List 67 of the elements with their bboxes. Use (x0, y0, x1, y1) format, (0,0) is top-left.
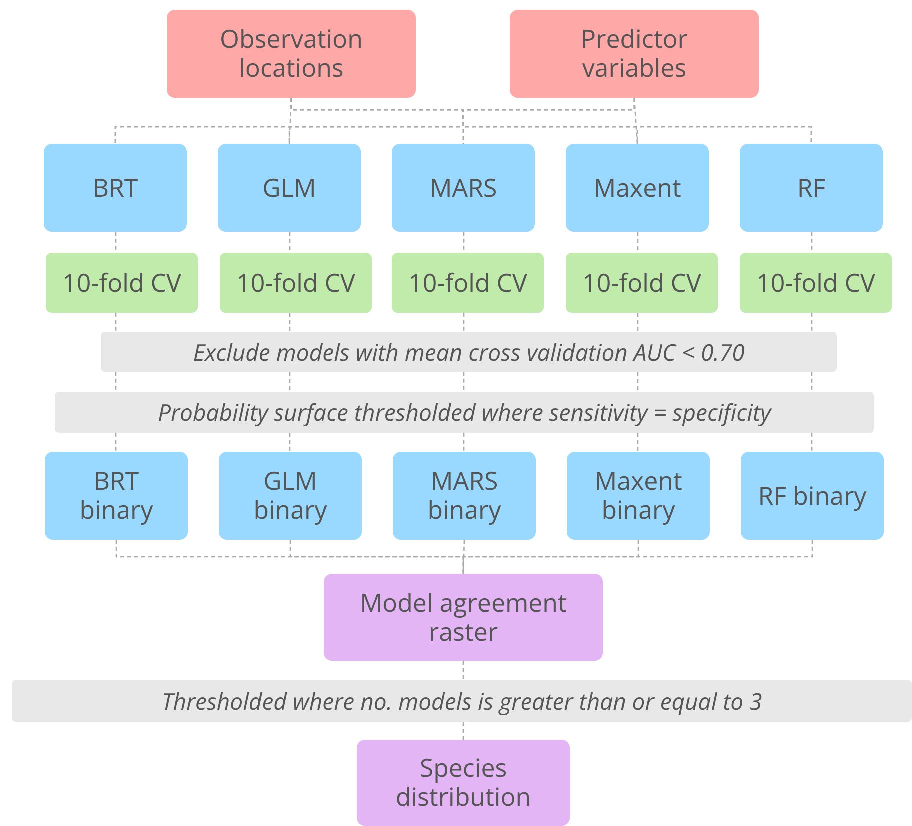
connector-line (811, 232, 813, 253)
box-label: 10-fold CV (408, 268, 528, 298)
box-label: Maxent (592, 174, 682, 202)
process-box (45, 452, 188, 540)
box-label: 10-fold CV (236, 268, 356, 298)
connector-line (811, 433, 813, 452)
instruction-band (101, 332, 837, 372)
instruction-band (55, 392, 874, 433)
process-box (220, 253, 372, 313)
connector-line (462, 661, 464, 680)
connector-line (290, 540, 464, 574)
connector-line (637, 313, 639, 332)
connector-line (463, 313, 465, 332)
box-label: GLM binary (252, 467, 328, 525)
process-box (357, 740, 570, 826)
instruction-text: Thresholded where no. models is greater than or equal to 3 (160, 688, 764, 714)
box-label: RF (796, 174, 827, 202)
connector-line (115, 232, 117, 253)
box-label: Maxent binary (594, 467, 684, 525)
process-box (740, 144, 883, 232)
box-label: Species distribution (394, 754, 532, 812)
box-label: BRT binary (78, 467, 154, 525)
process-box (324, 574, 603, 661)
instruction-text: Exclude models with mean cross validation AUC < 0.70 (192, 338, 746, 366)
box-label: BRT (92, 174, 140, 202)
process-box (219, 452, 362, 540)
process-box (167, 10, 416, 98)
connector-line (462, 540, 814, 574)
connector-line (289, 232, 291, 253)
connector-line (637, 433, 639, 452)
box-label: 10-fold CV (756, 268, 876, 298)
process-box (566, 144, 709, 232)
process-box (741, 452, 884, 540)
process-box (218, 144, 361, 232)
instruction-band (12, 680, 912, 722)
connector-line (115, 313, 117, 332)
box-label: GLM (262, 174, 318, 202)
connector-line (463, 433, 465, 452)
box-label: Predictor variables (580, 25, 690, 83)
connector-line (289, 433, 291, 452)
connector-line (811, 313, 813, 332)
box-label: MARS binary (426, 467, 502, 525)
process-box (46, 253, 198, 313)
connector-line (115, 371, 813, 393)
box-label: Model agreement raster (359, 588, 568, 646)
process-box (44, 144, 187, 232)
connector-line (289, 313, 291, 332)
box-label: MARS (428, 174, 498, 202)
process-box (510, 10, 759, 98)
process-box (566, 253, 718, 313)
process-box (392, 144, 535, 232)
box-label: RF binary (757, 482, 868, 510)
connector-line (288, 98, 292, 144)
connector-line (634, 98, 638, 144)
connector-line (462, 722, 464, 740)
box-label: Observation locations (219, 25, 364, 83)
connector-line (115, 433, 117, 452)
process-box (393, 452, 536, 540)
process-box (740, 253, 892, 313)
instruction-text: Probability surface thresholded where sensitivity = specificity (156, 399, 773, 426)
connector-line (637, 232, 639, 253)
box-label: 10-fold CV (582, 268, 702, 298)
connector-line (463, 232, 465, 253)
process-box (567, 452, 710, 540)
process-box (392, 253, 544, 313)
box-label: 10-fold CV (62, 268, 182, 298)
connector-line (462, 98, 812, 144)
